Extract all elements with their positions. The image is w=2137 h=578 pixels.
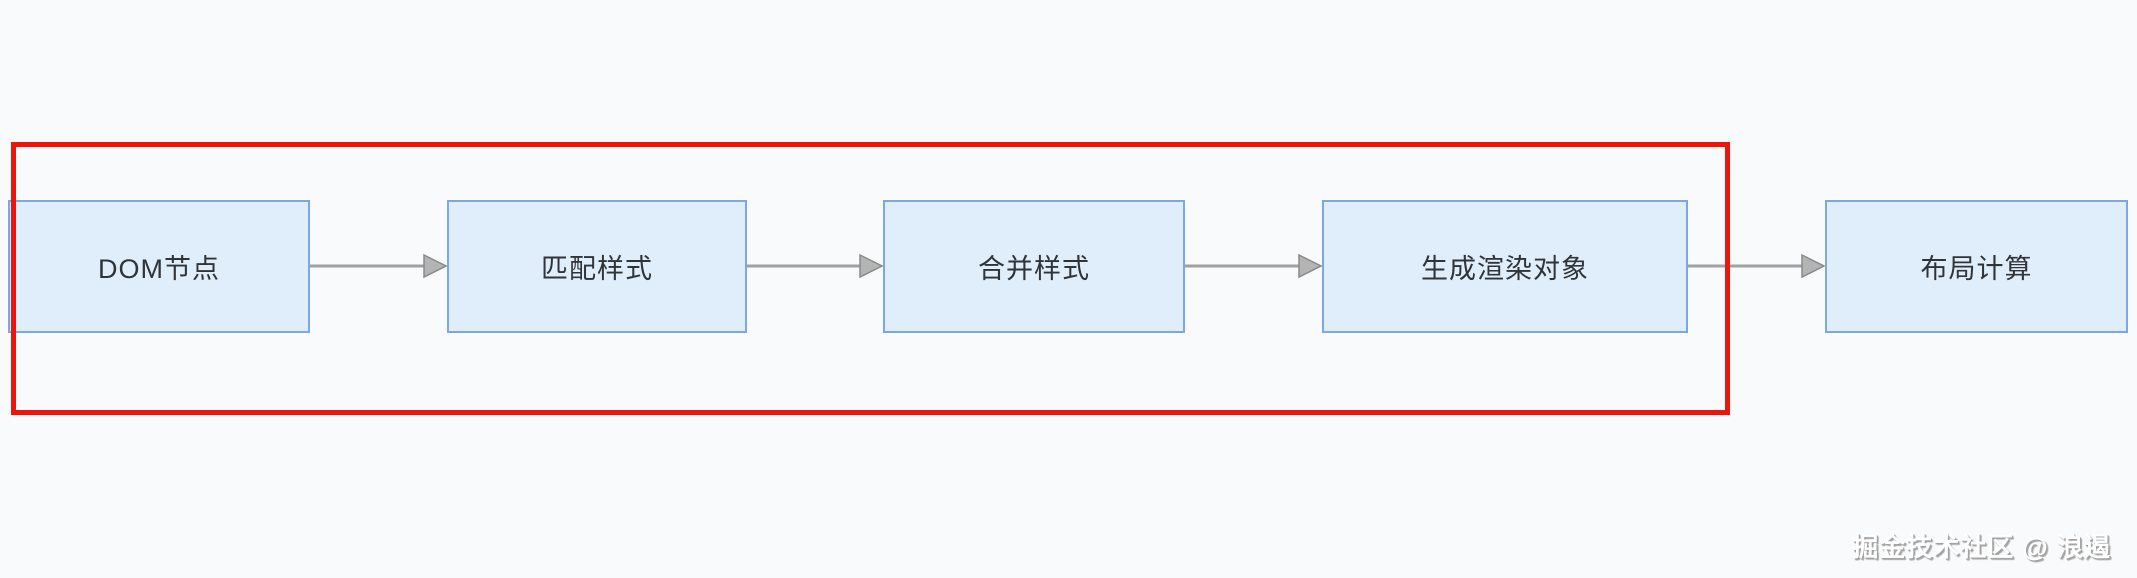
- node-layout-calculation-label: 布局计算: [1920, 254, 2033, 284]
- node-dom-node: DOM节点: [8, 200, 310, 333]
- watermark: 掘金技术社区 @ 浪遏: [1852, 532, 2111, 562]
- flow-arrow: [310, 253, 447, 279]
- node-dom-node-label: DOM节点: [98, 254, 220, 284]
- node-generate-render-objects: 生成渲染对象: [1322, 200, 1688, 333]
- node-generate-render-objects-label: 生成渲染对象: [1421, 254, 1589, 284]
- node-merge-styles: 合并样式: [883, 200, 1185, 333]
- flow-arrow: [1185, 253, 1322, 279]
- node-match-styles: 匹配样式: [447, 200, 747, 333]
- flow-arrow: [1688, 253, 1825, 279]
- flow-arrow: [747, 253, 883, 279]
- node-merge-styles-label: 合并样式: [978, 254, 1090, 284]
- node-layout-calculation: 布局计算: [1825, 200, 2128, 333]
- node-match-styles-label: 匹配样式: [541, 254, 653, 284]
